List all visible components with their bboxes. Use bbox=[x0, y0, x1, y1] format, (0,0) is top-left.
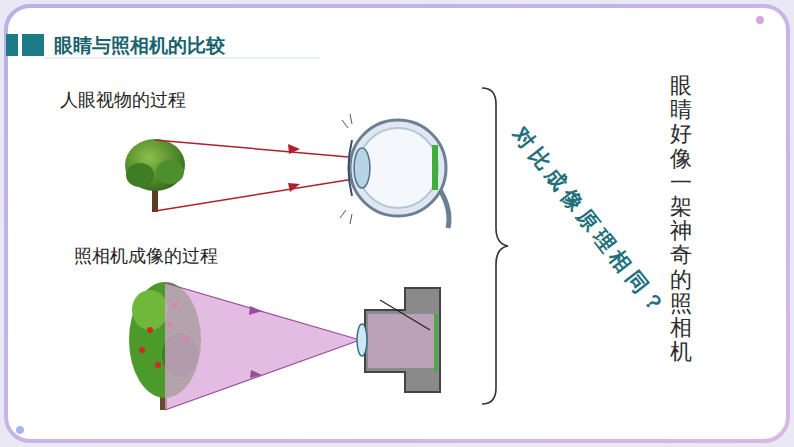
title-mark bbox=[22, 34, 44, 56]
tree-object bbox=[125, 139, 185, 212]
vertical-note: 眼睛好像一架神奇的照相机 bbox=[670, 74, 692, 364]
eye-symbol bbox=[340, 114, 449, 228]
section-label: 人眼视物的过程 bbox=[60, 88, 186, 112]
slide-card bbox=[6, 6, 788, 441]
title-mark bbox=[6, 34, 18, 56]
light-cone bbox=[165, 283, 360, 410]
camera-symbol bbox=[357, 288, 440, 392]
slide-title: 眼睛与照相机的比较 bbox=[54, 33, 225, 59]
section-label: 照相机成像的过程 bbox=[74, 244, 218, 268]
curly-brace bbox=[482, 88, 508, 404]
